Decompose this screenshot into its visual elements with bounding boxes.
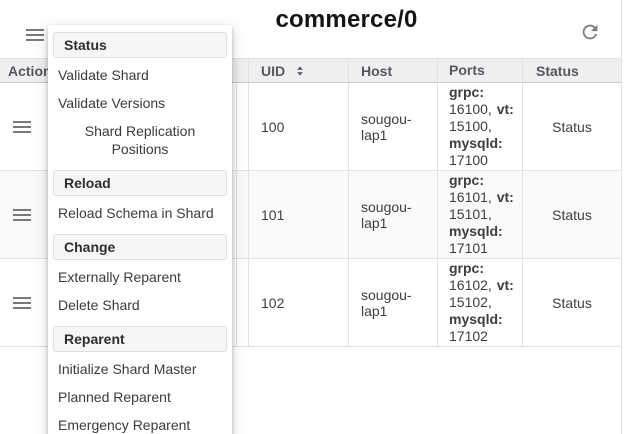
row-actions-button[interactable]: [13, 296, 31, 309]
shard-actions-menu: Status Validate Shard Validate Versions …: [48, 25, 232, 434]
status-link[interactable]: Status: [522, 171, 621, 258]
menu-item-validate-versions[interactable]: Validate Versions: [58, 95, 166, 111]
ports-cell: grpc: 16100, vt: 15100, mysqld: 17100: [437, 83, 522, 170]
column-header-actions: Actions: [8, 62, 60, 79]
menu-section-header-status: Status: [53, 32, 227, 58]
menu-item-planned-reparent[interactable]: Planned Reparent: [58, 389, 171, 405]
uid-cell: 102: [248, 259, 348, 346]
menu-item-emergency-reparent[interactable]: Emergency Reparent: [58, 417, 191, 433]
status-link[interactable]: Status: [522, 259, 621, 346]
menu-item-delete-shard[interactable]: Delete Shard: [58, 297, 140, 313]
refresh-button[interactable]: [579, 21, 601, 43]
status-link[interactable]: Status: [522, 83, 621, 170]
uid-cell: 101: [248, 171, 348, 258]
menu-section-header-change: Change: [53, 234, 227, 260]
uid-cell: 100: [248, 83, 348, 170]
menu-item-initialize-shard-master[interactable]: Initialize Shard Master: [58, 361, 197, 377]
menu-item-reload-schema-in-shard[interactable]: Reload Schema in Shard: [58, 205, 214, 221]
column-header-uid[interactable]: UID: [248, 59, 348, 82]
host-cell: sougou-lap1: [348, 259, 437, 346]
host-cell: sougou-lap1: [348, 83, 437, 170]
menu-item-externally-reparent[interactable]: Externally Reparent: [58, 269, 181, 285]
page-title: commerce/0: [275, 6, 418, 33]
column-header-status: Status: [522, 59, 621, 82]
ports-cell: grpc: 16101, vt: 15101, mysqld: 17101: [437, 171, 522, 258]
menu-section-header-reload: Reload: [53, 170, 227, 196]
sort-icon[interactable]: [293, 64, 307, 78]
content-right-border: [621, 0, 622, 434]
menu-section-header-reparent: Reparent: [53, 326, 227, 352]
column-header-ports: Ports: [437, 59, 522, 82]
menu-item-shard-replication-positions[interactable]: Shard Replication Positions: [84, 123, 196, 157]
nav-menu-icon[interactable]: [26, 29, 44, 41]
column-header-host: Host: [348, 59, 437, 82]
host-cell: sougou-lap1: [348, 171, 437, 258]
column-header-spacer: [236, 59, 248, 82]
refresh-icon: [582, 24, 598, 40]
row-actions-button[interactable]: [13, 208, 31, 221]
ports-cell: grpc: 16102, vt: 15102, mysqld: 17102: [437, 259, 522, 346]
row-actions-button[interactable]: [13, 120, 31, 133]
menu-item-validate-shard[interactable]: Validate Shard: [58, 67, 149, 83]
